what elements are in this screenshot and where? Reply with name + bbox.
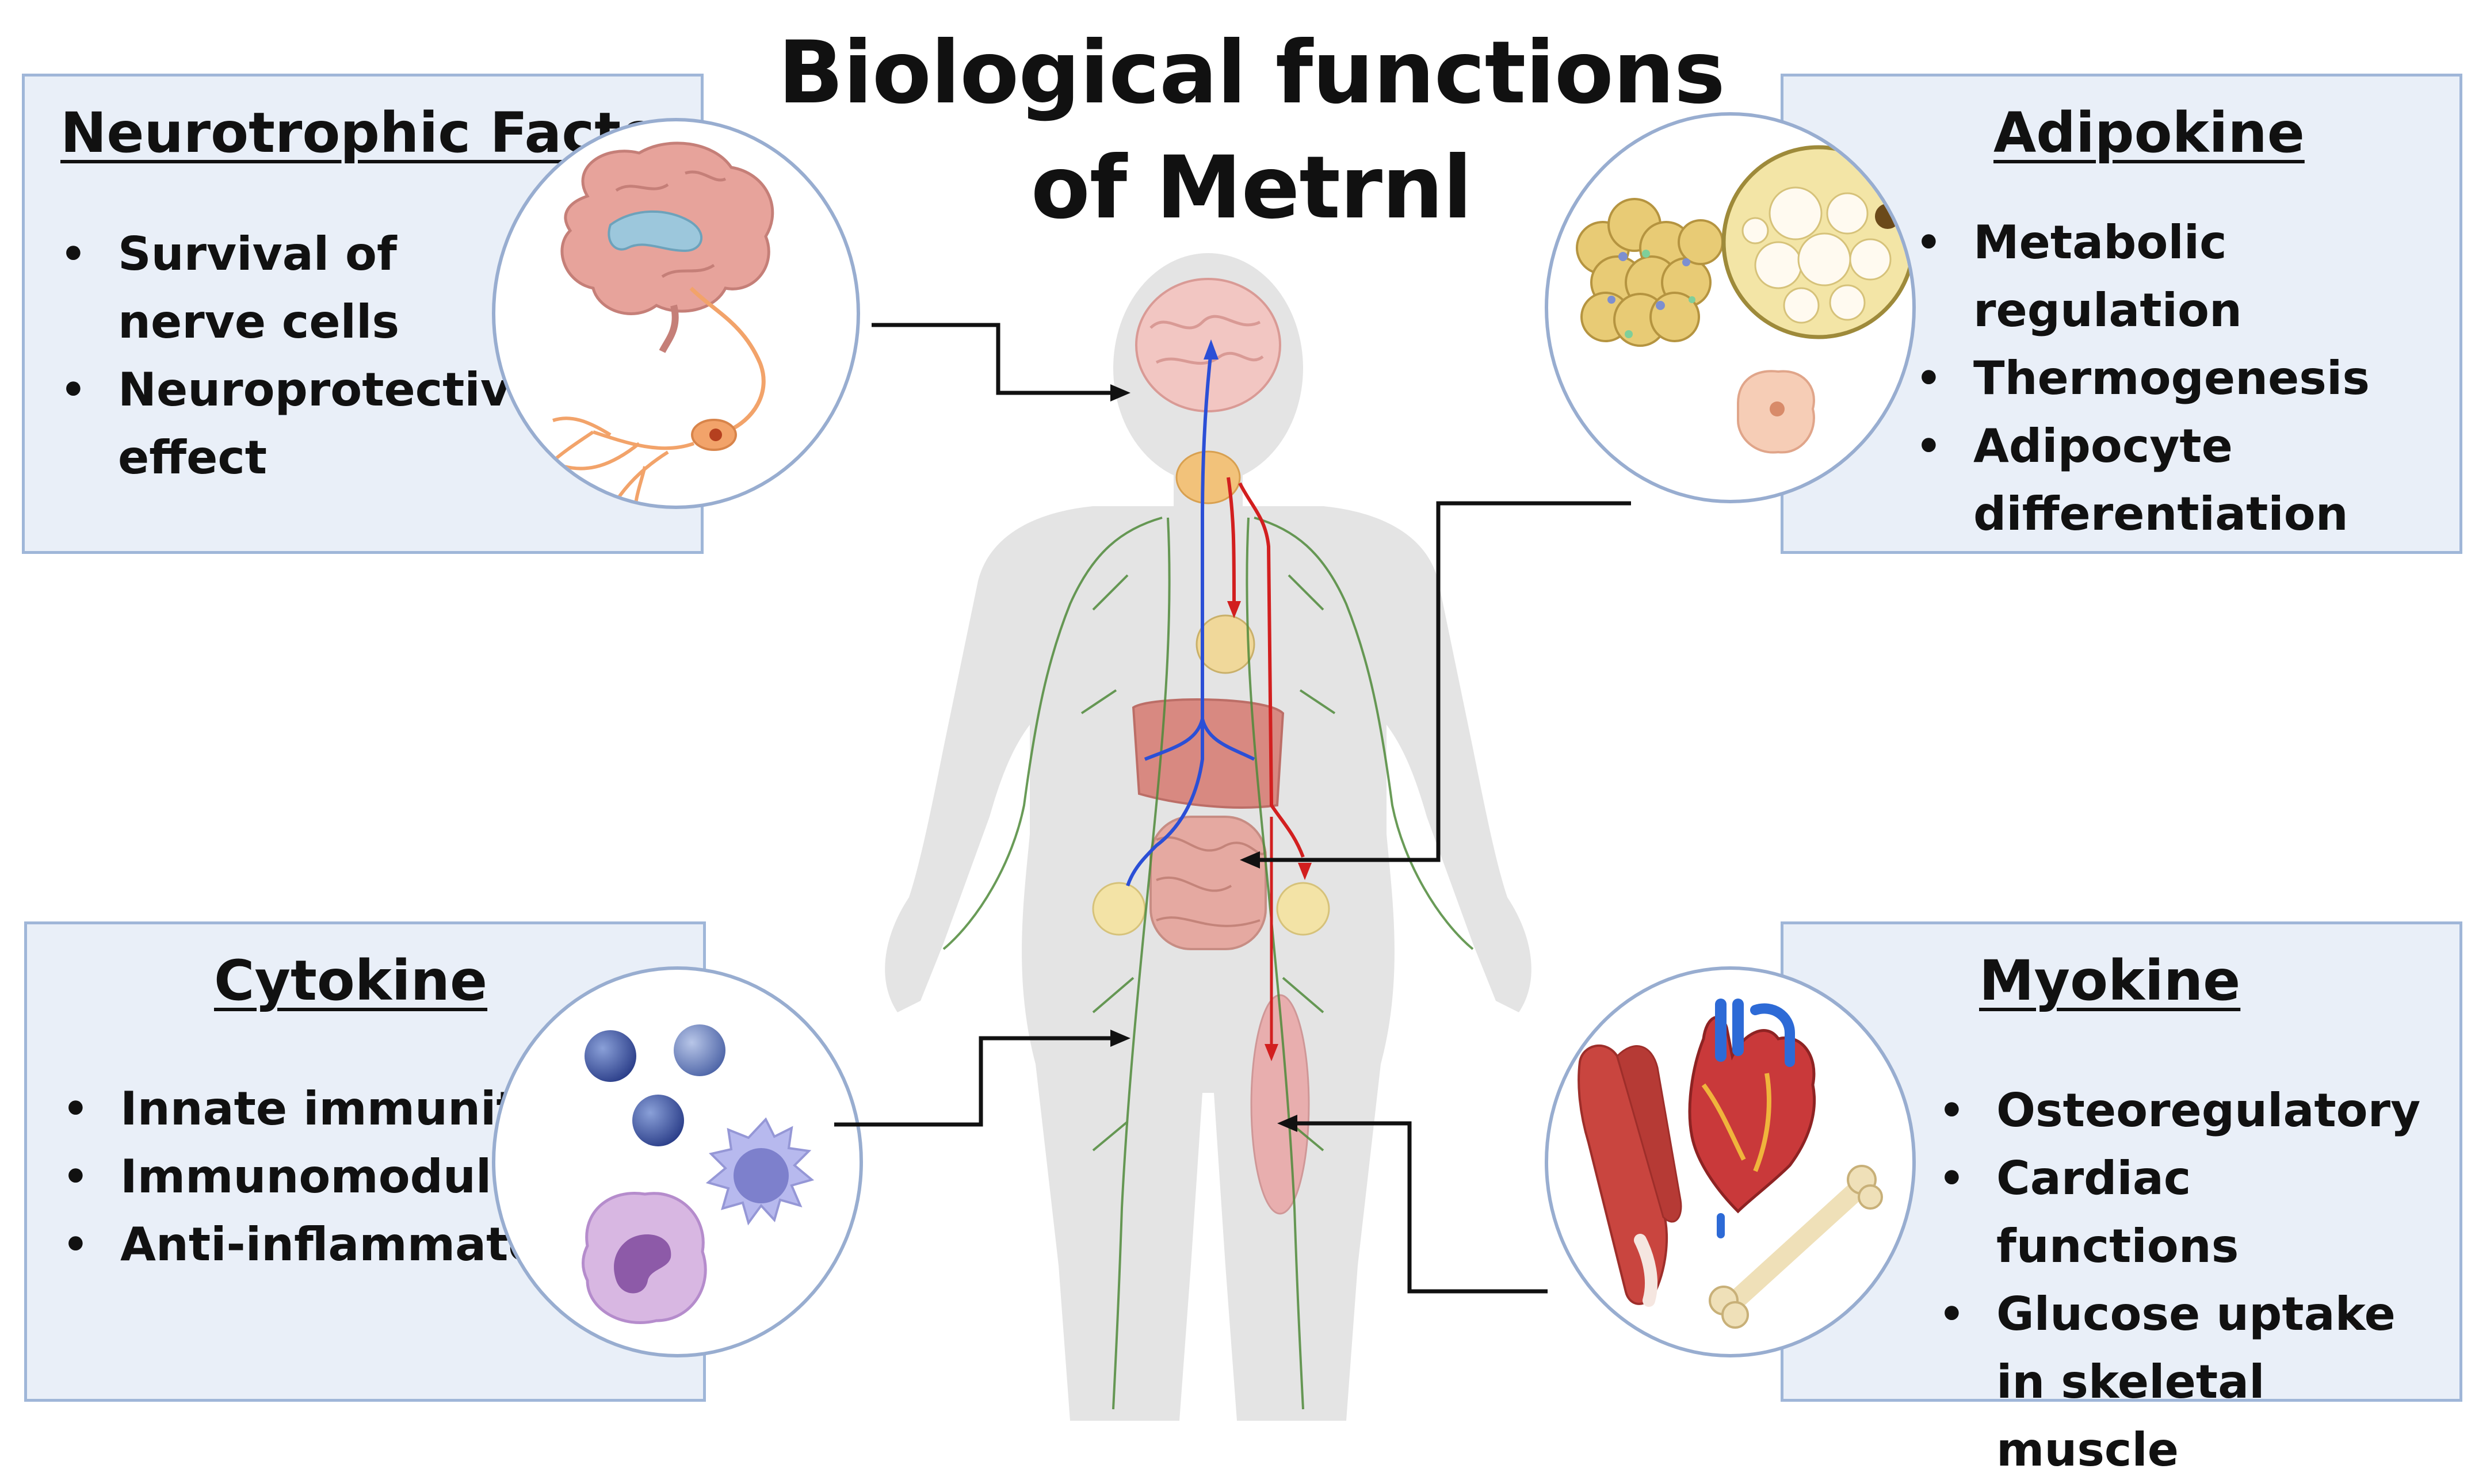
diagram: Biological functions of Metrnl (0, 0, 2475, 1426)
list-item: Adipocyte differentiation (1916, 412, 2457, 548)
panel-title-cytokine: Cytokine (214, 948, 488, 1013)
list-item: Osteoregulatory (1939, 1077, 2445, 1145)
list-adipokine: Metabolic regulation Thermogenesis Adipo… (1916, 209, 2457, 548)
list-item: Cardiac functions (1939, 1145, 2445, 1280)
arrow-myokine (1292, 1121, 1548, 1294)
brain-neuron-icon (492, 118, 860, 509)
list-item: Metabolic regulation (1916, 209, 2457, 345)
adipocyte-icon (1545, 112, 1916, 503)
arrowhead-cytokine (1110, 1030, 1130, 1047)
list-neurotrophic: Survival of nerve cells Neuroprotective … (60, 220, 541, 492)
list-item: Innate immunity (63, 1075, 638, 1143)
immune-cells-icon (492, 966, 863, 1357)
title-line-2: of Metrnl (1030, 138, 1472, 238)
list-item: Neuroprotective effect (60, 356, 541, 492)
panel-myokine: Myokine Osteoregulatory Cardiac function… (1781, 921, 2462, 1477)
title-line-1: Biological functions (778, 23, 1725, 123)
arrow-adipokine (1254, 501, 1631, 862)
connector-arrows (834, 323, 1631, 1294)
list-item: Thermogenesis (1916, 345, 2457, 412)
panel-title-myokine: Myokine (1979, 948, 2241, 1013)
arrow-neurotrophic (872, 323, 1116, 395)
list-item: Survival of nerve cells (60, 220, 532, 356)
muscle-heart-bone-icon (1545, 966, 1916, 1357)
arrowhead-neurotrophic (1110, 384, 1130, 401)
human-body-icon (885, 253, 1531, 1421)
panel-title-adipokine: Adipokine (1993, 101, 2305, 165)
arrow-cytokine (834, 1036, 1116, 1127)
arrowhead-adipokine (1240, 851, 1260, 869)
arrowhead-myokine (1277, 1115, 1297, 1132)
